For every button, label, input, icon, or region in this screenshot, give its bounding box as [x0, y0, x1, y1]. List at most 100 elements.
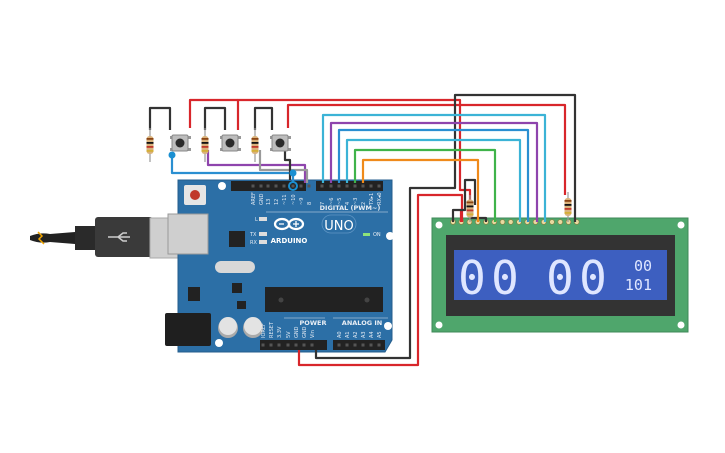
power-pin-socket[interactable]: [277, 343, 281, 347]
lcd-bottom-right-text: 101: [625, 276, 652, 294]
power-pin-label: GND: [302, 326, 308, 338]
digital-pin-socket[interactable]: [259, 184, 263, 188]
digital-header-right[interactable]: [316, 181, 383, 191]
wire[interactable]: [206, 150, 307, 183]
wire[interactable]: [258, 150, 309, 183]
wire[interactable]: [188, 98, 238, 128]
resistor[interactable]: [146, 128, 154, 162]
resistor[interactable]: [201, 128, 209, 162]
pushbutton[interactable]: [220, 134, 241, 152]
digital-header-label: DIGITAL (PWM~): [320, 204, 381, 212]
power-pin-label: IOREF: [261, 323, 267, 338]
digital-pin-socket[interactable]: [320, 184, 324, 188]
model-label: UNO: [324, 219, 353, 234]
analog-pin-socket[interactable]: [377, 343, 381, 347]
wire[interactable]: [451, 178, 477, 222]
lcd-pin[interactable]: [499, 219, 506, 225]
led-rx-label: RX: [250, 240, 257, 246]
wire[interactable]: [253, 106, 274, 130]
digital-pin-socket[interactable]: [299, 184, 303, 188]
analog-pin-socket[interactable]: [345, 343, 349, 347]
digital-pin-socket[interactable]: [345, 184, 349, 188]
wire[interactable]: [353, 148, 497, 222]
power-pin-label: 3.3V: [277, 326, 283, 338]
wire[interactable]: [283, 150, 292, 180]
wire-junction[interactable]: [289, 169, 297, 177]
resistor[interactable]: [251, 128, 259, 162]
wire[interactable]: [321, 113, 547, 222]
digital-pin-socket[interactable]: [282, 184, 286, 188]
wire[interactable]: [314, 93, 577, 360]
lcd-pin[interactable]: [549, 219, 555, 225]
wire[interactable]: [470, 216, 488, 222]
pushbutton[interactable]: [270, 134, 291, 152]
lcd-pin[interactable]: [557, 219, 563, 225]
digital-pin-socket[interactable]: [329, 184, 333, 188]
wire[interactable]: [361, 158, 480, 222]
lcd-big-digit: 0: [579, 251, 607, 305]
wire-junction[interactable]: [168, 151, 176, 159]
wires[interactable]: [148, 93, 577, 367]
lcd-top-right-text: 00: [634, 257, 652, 275]
pushbutton[interactable]: [170, 134, 191, 152]
led-l-label: L: [255, 217, 258, 223]
digital-pin-socket[interactable]: [291, 184, 295, 188]
wire[interactable]: [286, 103, 567, 195]
power-pin-label: Vin: [310, 330, 316, 338]
digital-pin-socket[interactable]: [307, 184, 311, 188]
lcd-big-digit: 0: [491, 251, 519, 305]
wire[interactable]: [203, 106, 227, 130]
digital-pin-label: GND: [259, 193, 265, 205]
lcd-pin[interactable]: [508, 219, 514, 225]
digital-pin-socket[interactable]: [353, 184, 357, 188]
arduino-logo-text: ARDUINO: [271, 237, 308, 245]
resistor[interactable]: [466, 195, 474, 222]
wire[interactable]: [329, 121, 539, 222]
analog-pin-socket[interactable]: [361, 343, 365, 347]
analog-pin-socket[interactable]: [369, 343, 373, 347]
resistor[interactable]: [564, 192, 572, 222]
wire[interactable]: [148, 106, 172, 130]
power-pin-socket[interactable]: [294, 343, 298, 347]
power-pin-socket[interactable]: [261, 343, 265, 347]
analog-pin-socket[interactable]: [337, 343, 341, 347]
power-header-label: POWER: [300, 319, 327, 327]
digital-pin-socket[interactable]: [377, 184, 381, 188]
wire[interactable]: [297, 193, 464, 367]
power-pin-label: RESET: [269, 321, 275, 338]
lcd-screen: [454, 250, 667, 300]
wire[interactable]: [337, 128, 530, 222]
digital-pin-socket[interactable]: [266, 184, 270, 188]
digital-pin-socket[interactable]: [337, 184, 341, 188]
analog-pin-label: A1: [345, 331, 351, 338]
wire[interactable]: [236, 98, 472, 200]
power-pin-socket[interactable]: [269, 343, 273, 347]
power-pin-socket[interactable]: [302, 343, 306, 347]
analog-pin-label: A5: [377, 331, 383, 338]
digital-pin-label: ~11: [282, 194, 288, 205]
analog-header-label: ANALOG IN: [342, 319, 382, 327]
atmega-chip: [265, 287, 383, 312]
digital-pin-socket[interactable]: [274, 184, 278, 188]
led-tx-label: TX: [249, 232, 257, 238]
digital-pin-socket[interactable]: [369, 184, 373, 188]
wire[interactable]: [345, 138, 522, 222]
arduino-logo-icon: [273, 217, 305, 231]
digital-pin-label: AREF: [251, 192, 257, 205]
usb-icon: [108, 232, 130, 242]
power-header[interactable]: [260, 340, 327, 350]
digital-pin-socket[interactable]: [361, 184, 365, 188]
analog-pin-socket[interactable]: [353, 343, 357, 347]
wire[interactable]: [170, 155, 295, 183]
analog-header[interactable]: [333, 340, 385, 350]
digital-pin-label: ~9: [299, 198, 305, 205]
digital-pin-socket[interactable]: [251, 184, 255, 188]
power-pin-socket[interactable]: [286, 343, 290, 347]
wire-endpoint[interactable]: [288, 181, 298, 191]
power-pin-socket[interactable]: [310, 343, 314, 347]
analog-pin-label: A4: [369, 331, 375, 338]
power-jack[interactable]: [165, 313, 211, 346]
